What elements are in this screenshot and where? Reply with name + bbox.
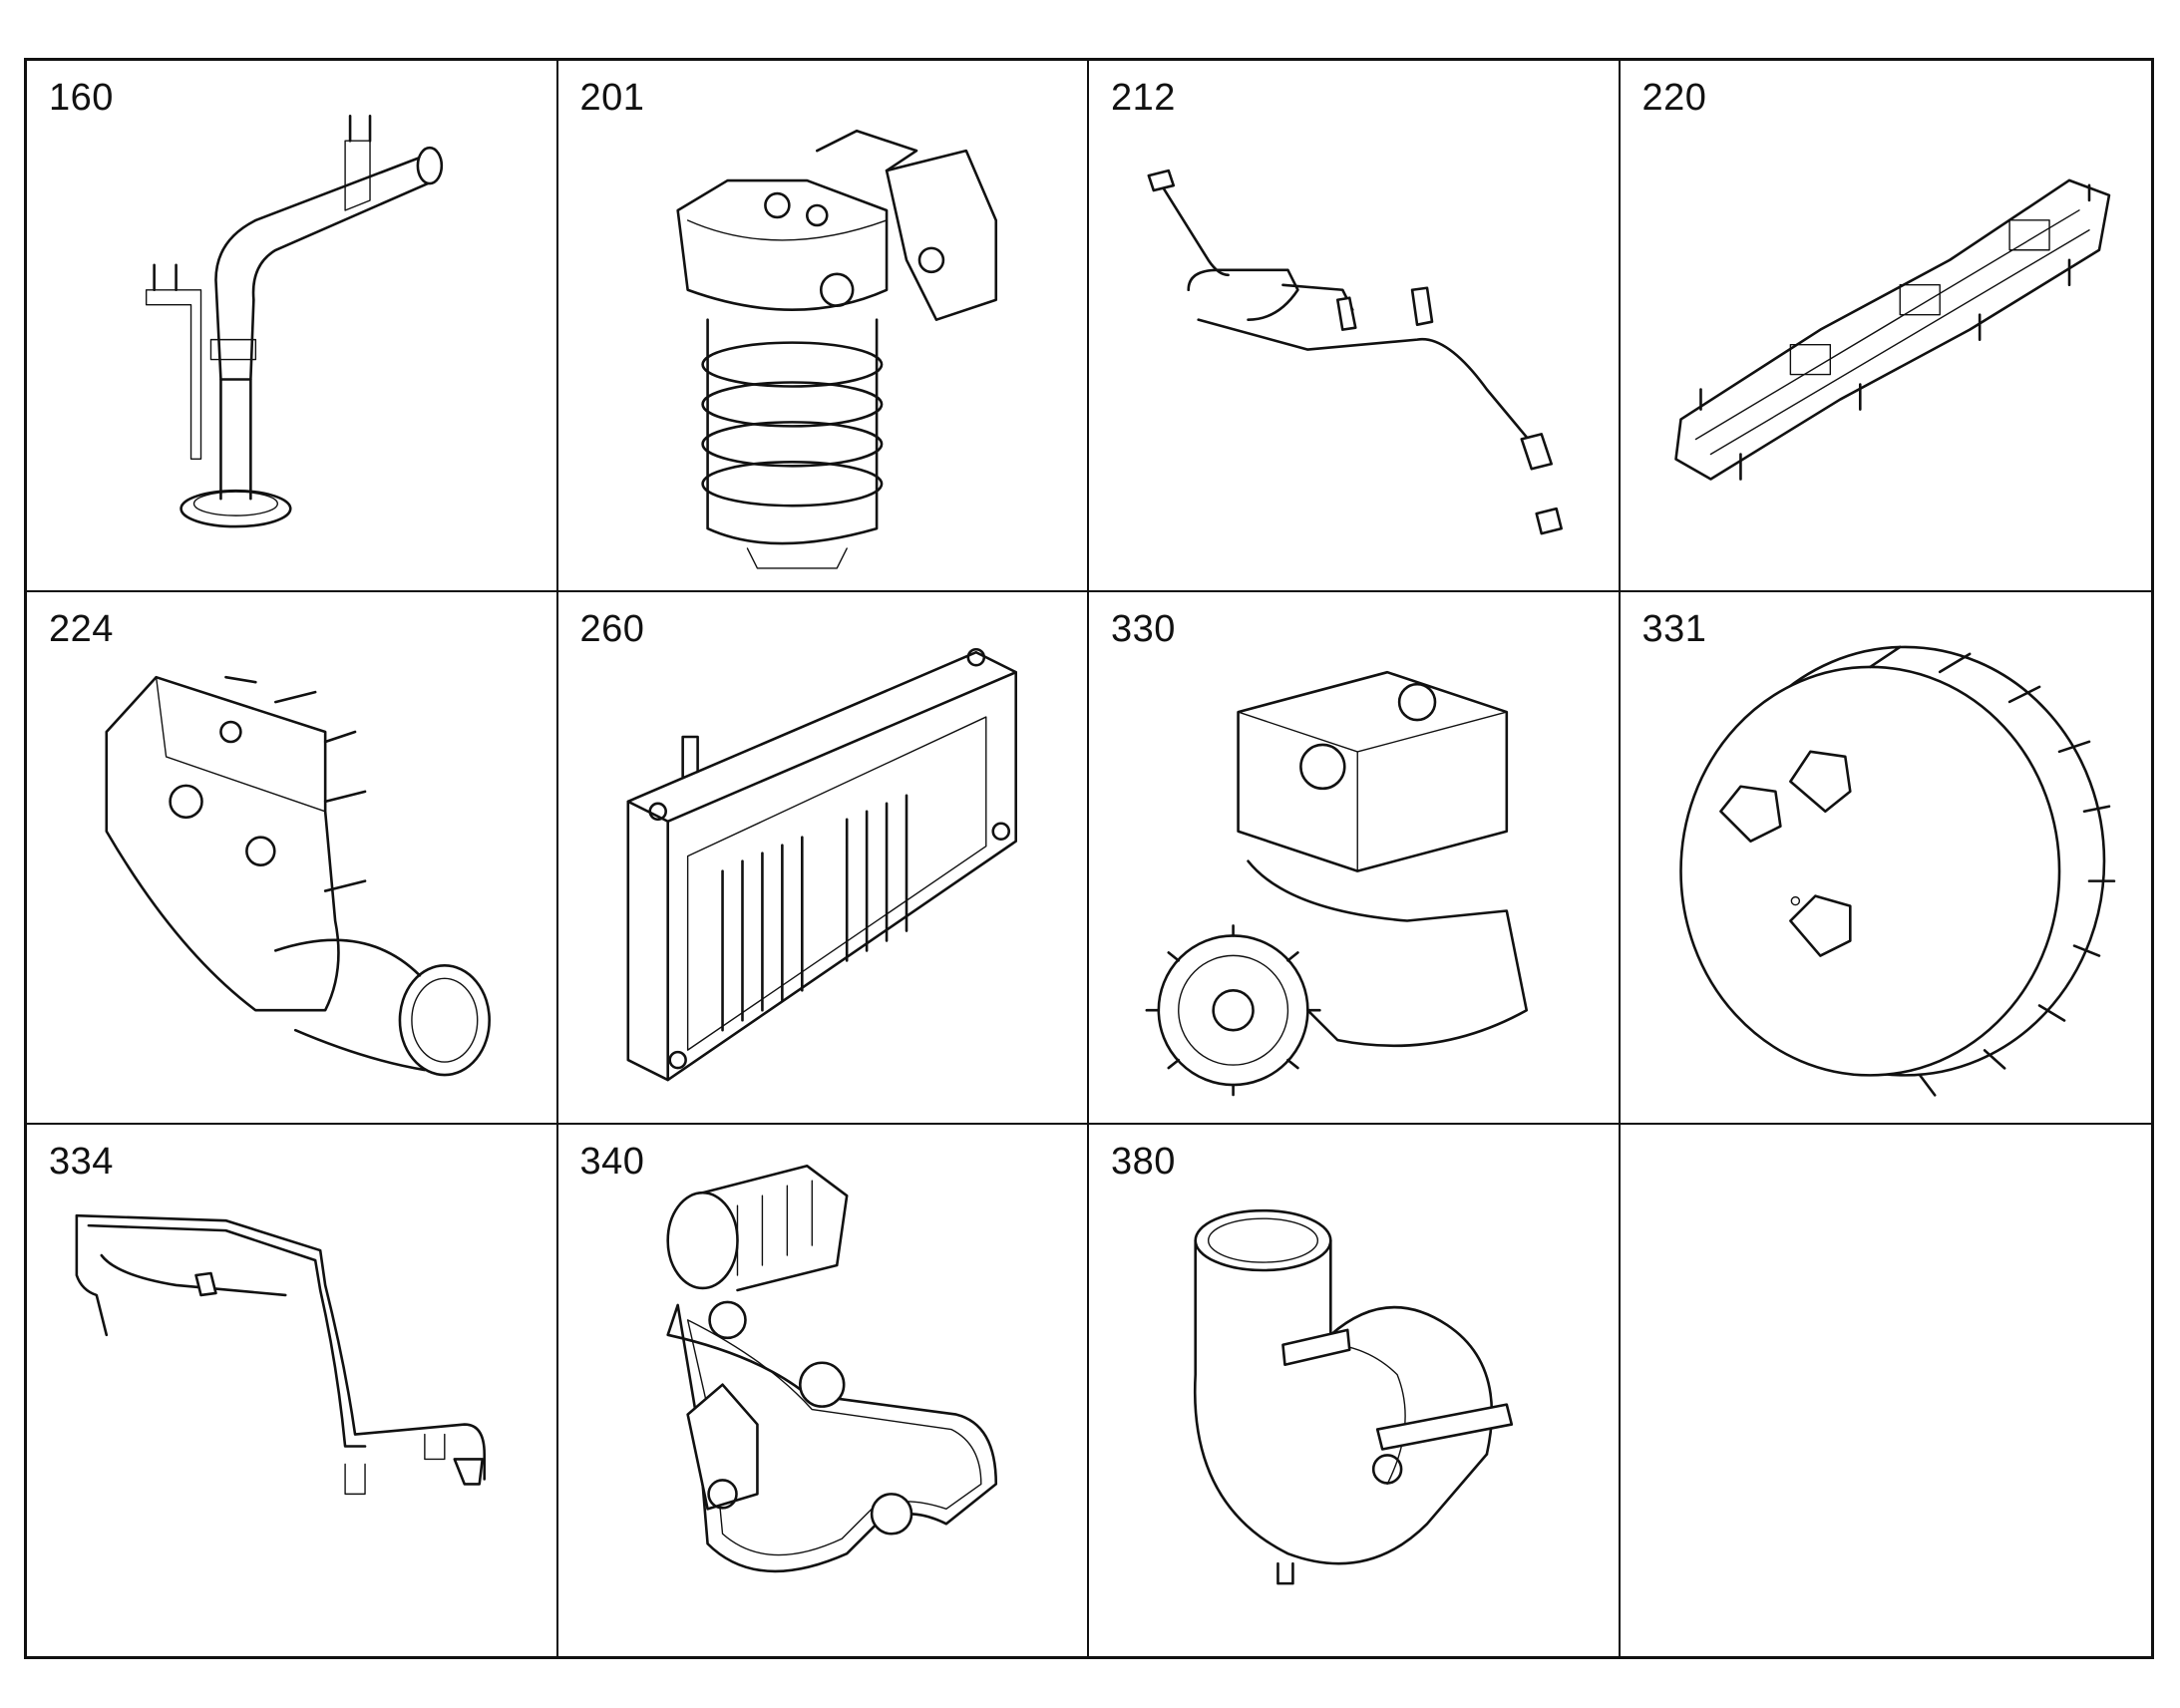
part-cell-331[interactable]: 331 xyxy=(1620,592,2151,1125)
air-inlet-elbow-icon xyxy=(105,676,491,1077)
compressor-lines-icon xyxy=(75,1213,486,1495)
belt-drive-icon xyxy=(665,1164,997,1572)
part-cell-160[interactable]: 160 xyxy=(27,61,558,593)
part-number: 260 xyxy=(579,608,645,651)
air-compressor-icon xyxy=(1145,671,1529,1097)
part-cell-380[interactable]: 380 xyxy=(1089,1124,1621,1656)
part-cell-334[interactable]: 334 xyxy=(27,1124,558,1656)
part-number: 212 xyxy=(1111,77,1176,119)
part-cell-330[interactable]: 330 xyxy=(1089,592,1621,1125)
part-cell-260[interactable]: 260 xyxy=(557,592,1089,1125)
empty-cell xyxy=(1621,1125,2152,1656)
fuel-filter-housing-icon xyxy=(675,129,997,569)
part-number: 340 xyxy=(579,1140,645,1183)
part-cell-201[interactable]: 201 xyxy=(557,61,1089,593)
part-number: 331 xyxy=(1641,608,1707,651)
part-number: 330 xyxy=(1111,608,1176,651)
part-number: 380 xyxy=(1111,1140,1176,1183)
compressor-gear-icon xyxy=(1678,645,2115,1097)
intake-manifold-icon xyxy=(1673,178,2110,481)
fuel-lines-icon xyxy=(1147,169,1563,535)
part-number: 201 xyxy=(579,77,645,119)
part-cell-220[interactable]: 220 xyxy=(1620,61,2151,593)
part-number: 224 xyxy=(49,608,114,651)
part-number: 160 xyxy=(49,77,114,119)
part-number: 220 xyxy=(1641,77,1707,119)
part-cell-212[interactable]: 212 xyxy=(1089,61,1621,593)
part-number: 334 xyxy=(49,1140,114,1183)
control-module-icon xyxy=(626,648,1017,1082)
part-cell-340[interactable]: 340 xyxy=(558,1124,1089,1656)
parts-index-grid: 160 201 xyxy=(24,58,2154,1659)
part-cell-224[interactable]: 224 xyxy=(27,592,558,1125)
oil-filler-tube-icon xyxy=(145,114,444,528)
water-outlet-elbow-icon xyxy=(1193,1208,1514,1585)
